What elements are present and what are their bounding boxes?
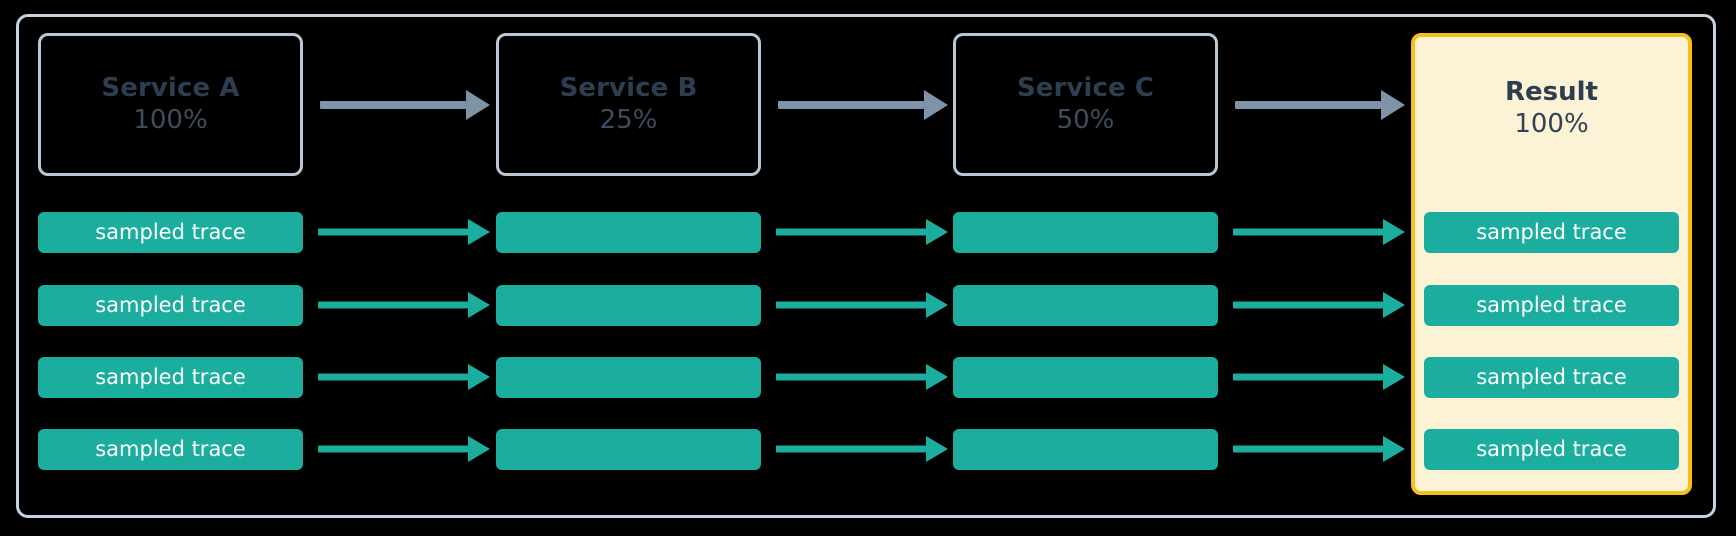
trace-bar-row4-result[interactable]: sampled trace bbox=[1424, 429, 1679, 470]
trace-bar-label: sampled trace bbox=[1476, 437, 1627, 461]
result-header: Result 100% bbox=[1415, 37, 1688, 180]
trace-bar-row1-service-b[interactable] bbox=[496, 212, 761, 253]
trace-bar-label: sampled trace bbox=[1476, 220, 1627, 244]
trace-bar-row2-service-a[interactable]: sampled trace bbox=[38, 285, 303, 326]
service-box-service-c[interactable]: Service C 50% bbox=[953, 33, 1218, 176]
service-percent: 25% bbox=[599, 104, 658, 135]
diagram-outer-frame bbox=[16, 14, 1716, 518]
service-percent: 100% bbox=[133, 104, 208, 135]
trace-bar-label: sampled trace bbox=[95, 220, 246, 244]
trace-bar-row1-service-a[interactable]: sampled trace bbox=[38, 212, 303, 253]
trace-bar-row4-service-a[interactable]: sampled trace bbox=[38, 429, 303, 470]
trace-bar-row4-service-b[interactable] bbox=[496, 429, 761, 470]
trace-bar-row2-service-c[interactable] bbox=[953, 285, 1218, 326]
service-title: Service B bbox=[559, 72, 698, 103]
trace-bar-label: sampled trace bbox=[95, 293, 246, 317]
result-panel[interactable]: Result 100% bbox=[1411, 33, 1692, 495]
trace-bar-row3-service-b[interactable] bbox=[496, 357, 761, 398]
trace-bar-row1-service-c[interactable] bbox=[953, 212, 1218, 253]
trace-bar-label: sampled trace bbox=[1476, 365, 1627, 389]
result-percent: 100% bbox=[1514, 108, 1589, 139]
trace-bar-row1-result[interactable]: sampled trace bbox=[1424, 212, 1679, 253]
trace-bar-row2-result[interactable]: sampled trace bbox=[1424, 285, 1679, 326]
service-title: Service A bbox=[101, 72, 240, 103]
trace-bar-label: sampled trace bbox=[95, 437, 246, 461]
trace-bar-row3-service-a[interactable]: sampled trace bbox=[38, 357, 303, 398]
service-percent: 50% bbox=[1056, 104, 1115, 135]
trace-bar-row2-service-b[interactable] bbox=[496, 285, 761, 326]
trace-bar-label: sampled trace bbox=[1476, 293, 1627, 317]
service-box-service-b[interactable]: Service B 25% bbox=[496, 33, 761, 176]
service-title: Service C bbox=[1016, 72, 1155, 103]
result-title: Result bbox=[1505, 76, 1598, 107]
trace-bar-label: sampled trace bbox=[95, 365, 246, 389]
trace-bar-row4-service-c[interactable] bbox=[953, 429, 1218, 470]
trace-bar-row3-result[interactable]: sampled trace bbox=[1424, 357, 1679, 398]
service-box-service-a[interactable]: Service A 100% bbox=[38, 33, 303, 176]
trace-bar-row3-service-c[interactable] bbox=[953, 357, 1218, 398]
